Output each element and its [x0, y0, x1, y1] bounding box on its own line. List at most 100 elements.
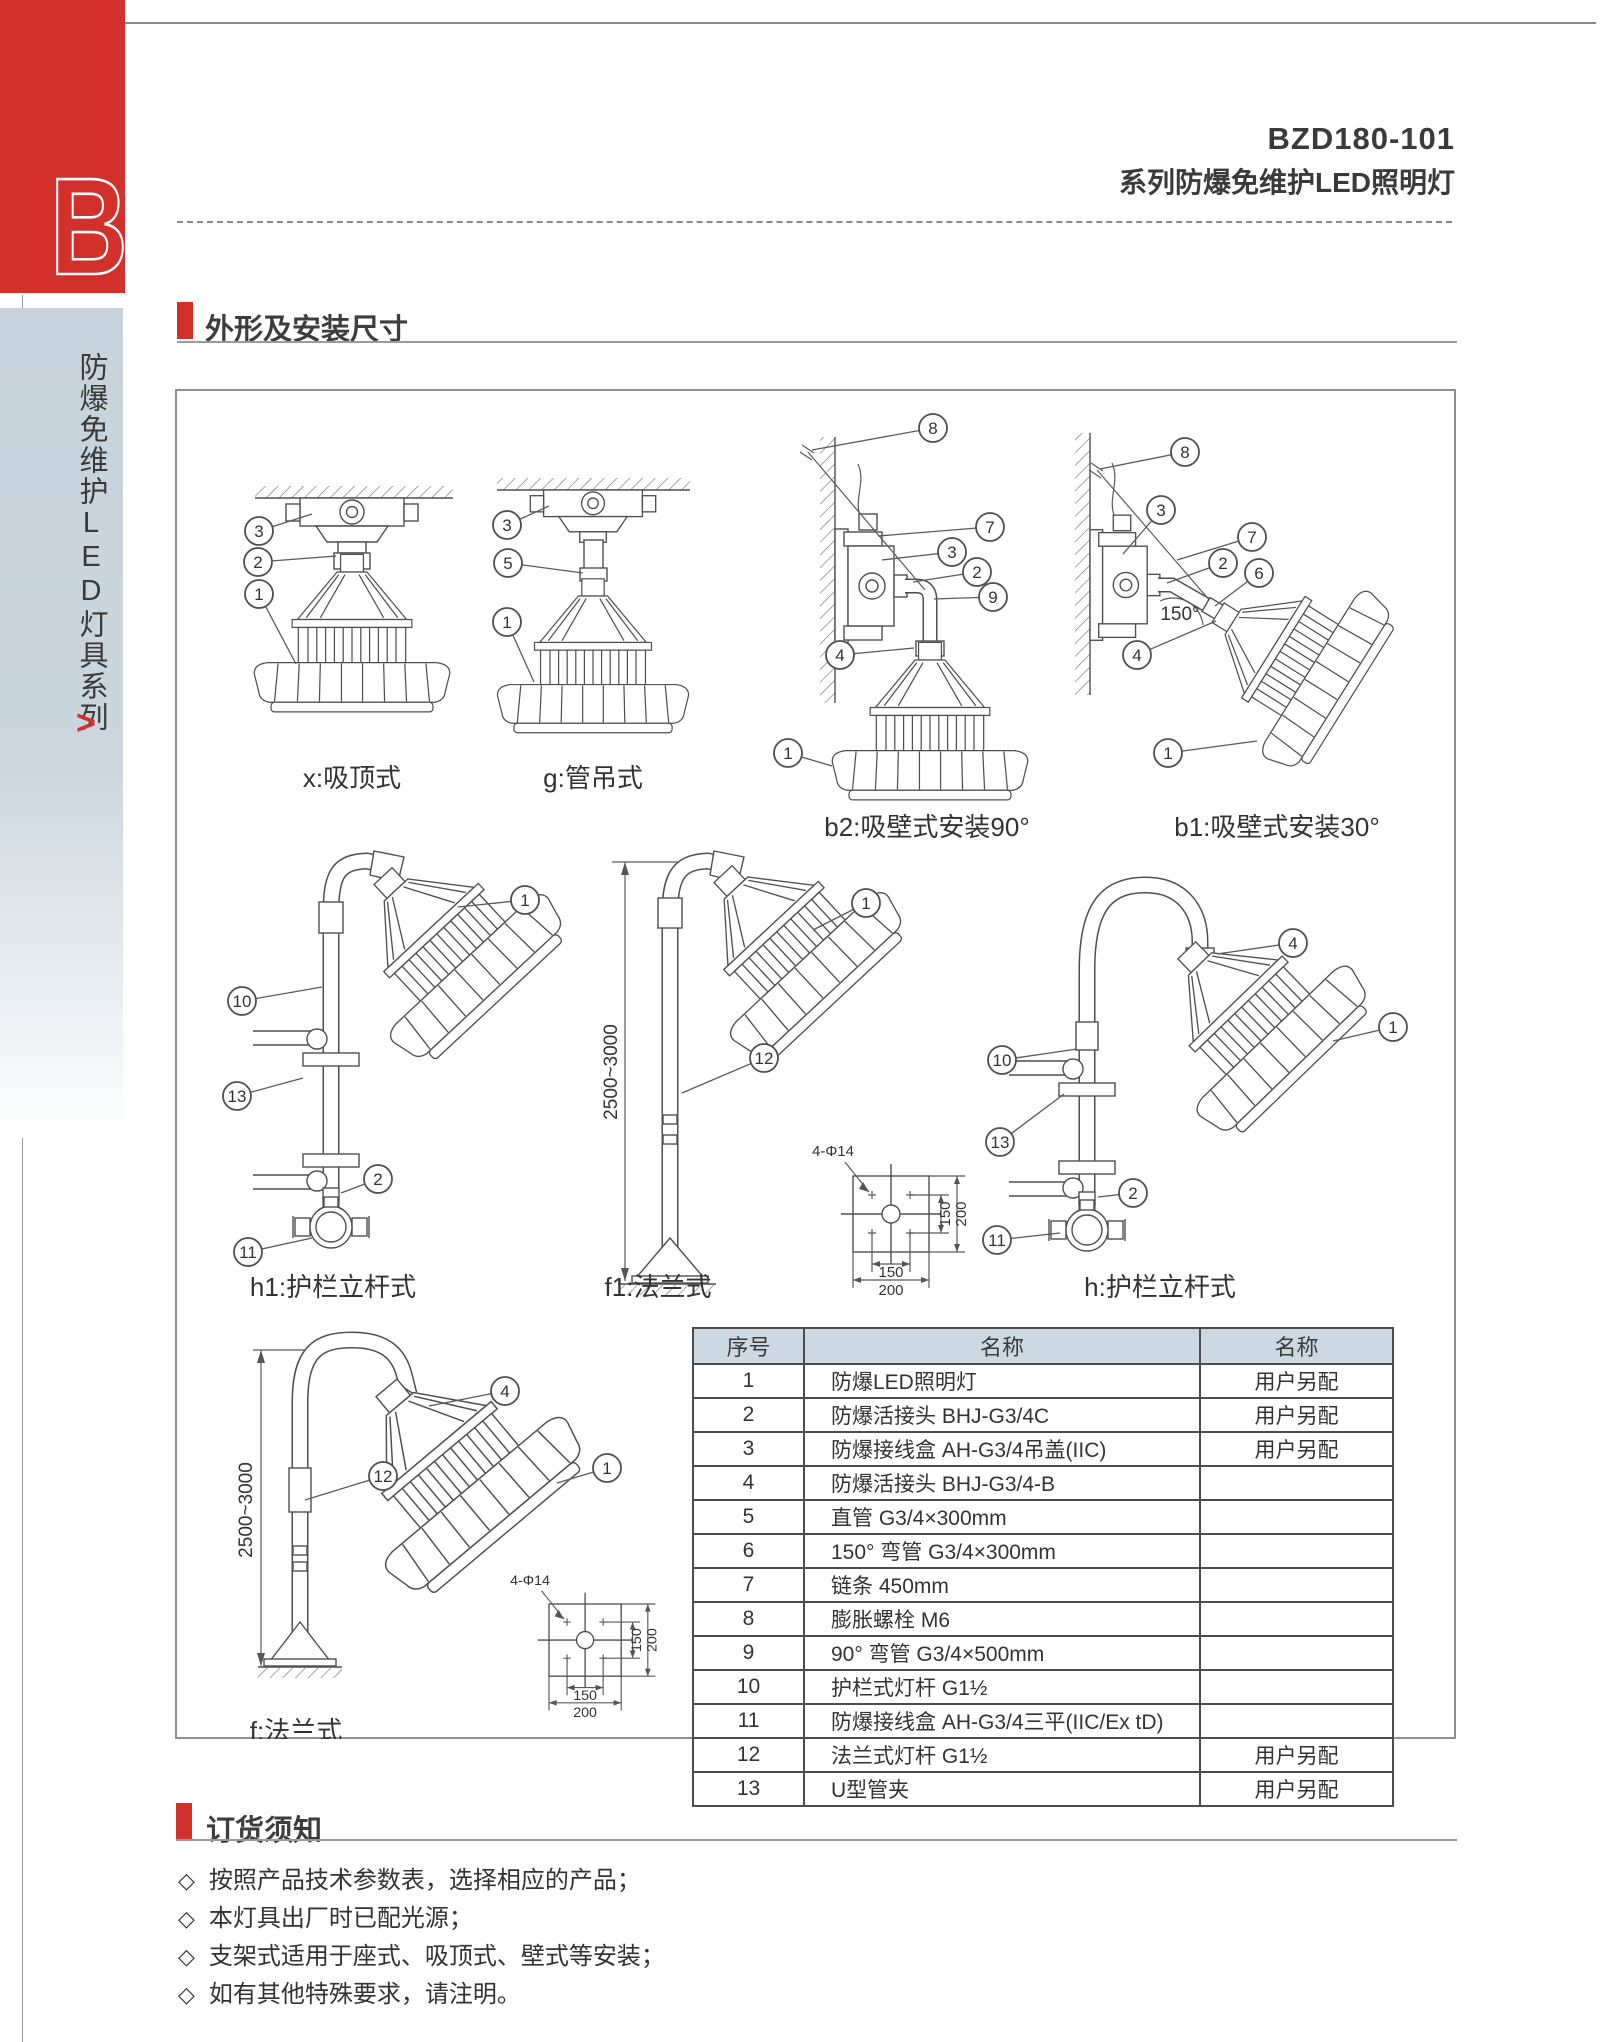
- svg-text:f1:法兰式: f1:法兰式: [605, 1272, 712, 1302]
- cell-note: [1199, 1703, 1394, 1739]
- figure-f-flange-gooseneck: 2500~3000 4 1 12 f:法兰式 4-Φ14 150 200 150…: [236, 1312, 660, 1739]
- svg-text:4-Φ14: 4-Φ14: [510, 1573, 550, 1589]
- svg-text:1: 1: [861, 894, 870, 913]
- svg-text:200: 200: [573, 1705, 597, 1721]
- sidebar-panel: 防爆免维护LED灯具系列 >: [0, 308, 123, 1138]
- cell-index: 8: [692, 1601, 805, 1637]
- cell-note: [1199, 1669, 1394, 1705]
- cell-index: 4: [692, 1465, 805, 1501]
- svg-text:200: 200: [953, 1201, 970, 1226]
- section-chip: [177, 302, 193, 339]
- cell-index: 10: [692, 1669, 805, 1705]
- cell-index: 2: [692, 1397, 805, 1433]
- cell-name: 防爆活接头 BHJ-G3/4-B: [803, 1465, 1201, 1501]
- svg-text:11: 11: [239, 1243, 257, 1262]
- svg-text:150: 150: [629, 1628, 645, 1652]
- cell-index: 6: [692, 1533, 805, 1569]
- cell-note: 用户另配: [1199, 1737, 1394, 1773]
- svg-text:12: 12: [374, 1467, 393, 1486]
- svg-text:2: 2: [1128, 1184, 1137, 1203]
- cell-note: [1199, 1567, 1394, 1603]
- sidebar-arrow: >: [76, 704, 96, 742]
- cell-index: 5: [692, 1499, 805, 1535]
- note-item: ◇支架式适用于座式、吸顶式、壁式等安装；: [178, 1943, 665, 1970]
- cell-index: 12: [692, 1737, 805, 1773]
- cell-name: 防爆LED照明灯: [803, 1363, 1201, 1399]
- flange-bolt-pattern-detail: 4-Φ14 150 200 150 200: [510, 1573, 660, 1721]
- svg-text:9: 9: [988, 588, 997, 607]
- svg-text:13: 13: [991, 1133, 1010, 1152]
- table-header-row: 序号 名称 名称: [692, 1327, 1394, 1365]
- cell-index: 9: [692, 1635, 805, 1671]
- svg-text:4: 4: [835, 646, 844, 665]
- svg-text:3: 3: [1156, 501, 1165, 520]
- section-title-dimensions: 外形及安装尺寸: [205, 314, 409, 346]
- svg-text:4: 4: [1288, 934, 1297, 953]
- brand-red-block: B: [0, 0, 129, 304]
- section-title-ordering: 订货须知: [206, 1815, 323, 1847]
- cell-index: 13: [692, 1771, 805, 1807]
- cell-note: 用户另配: [1199, 1363, 1394, 1399]
- svg-text:6: 6: [1254, 564, 1263, 583]
- svg-text:150: 150: [573, 1688, 597, 1704]
- cell-name: 90° 弯管 G3/4×500mm: [803, 1635, 1201, 1671]
- col-header-name: 名称: [803, 1327, 1201, 1365]
- cell-note: [1199, 1601, 1394, 1637]
- svg-text:7: 7: [985, 518, 994, 537]
- section-chip: [176, 1803, 192, 1840]
- model-subtitle: 系列防爆免维护LED照明灯: [1118, 167, 1455, 198]
- svg-text:h:护栏立杆式: h:护栏立杆式: [1084, 1272, 1236, 1302]
- cell-name: U型管夹: [803, 1771, 1201, 1807]
- svg-text:5: 5: [503, 554, 512, 573]
- figure-x-ceiling-mount: 3 2 1 x:吸顶式: [243, 486, 453, 793]
- cell-note: 用户另配: [1199, 1431, 1394, 1467]
- svg-text:4-Φ14: 4-Φ14: [812, 1143, 854, 1160]
- svg-text:3: 3: [502, 516, 511, 535]
- svg-text:10: 10: [233, 992, 252, 1011]
- svg-text:1: 1: [520, 891, 529, 910]
- svg-text:1: 1: [602, 1459, 611, 1478]
- svg-text:2: 2: [972, 563, 981, 582]
- svg-text:1: 1: [502, 613, 511, 632]
- svg-text:b1:吸壁式安装30°: b1:吸壁式安装30°: [1174, 812, 1379, 842]
- series-letter: B: [49, 150, 129, 304]
- cell-name: 150° 弯管 G3/4×300mm: [803, 1533, 1201, 1569]
- page-title-block: BZD180-101 系列防爆免维护LED照明灯: [1119, 121, 1455, 201]
- svg-text:f:法兰式: f:法兰式: [250, 1716, 342, 1739]
- drawings-box: 3 2 1 x:吸顶式 3 5 1 g:管吊式 8 7 3 2 9 4 1 b2: [175, 389, 1456, 1807]
- svg-text:10: 10: [993, 1051, 1012, 1070]
- cell-name: 法兰式灯杆 G1½: [803, 1737, 1201, 1773]
- cell-index: 3: [692, 1431, 805, 1467]
- top-rule: [125, 22, 1596, 24]
- sidebar-series-title: 防爆免维护LED灯具系列: [75, 352, 107, 733]
- figure-h1-guardrail-pole: 1 10 13 2 11 h1:护栏立杆式: [222, 803, 577, 1302]
- svg-text:7: 7: [1247, 528, 1256, 547]
- svg-text:1: 1: [1163, 744, 1172, 763]
- svg-text:200: 200: [644, 1628, 660, 1652]
- ordering-notes: ◇按照产品技术参数表，选择相应的产品；◇本灯具出厂时已配光源；◇支架式适用于座式…: [178, 1862, 1278, 2014]
- svg-text:x:吸顶式: x:吸顶式: [303, 763, 401, 793]
- svg-text:11: 11: [988, 1231, 1006, 1250]
- cell-index: 7: [692, 1567, 805, 1603]
- flange-bolt-pattern-detail: 4-Φ14 150 200 150 200: [812, 1143, 970, 1299]
- svg-text:150: 150: [937, 1201, 954, 1226]
- svg-text:4: 4: [500, 1382, 509, 1401]
- section-underline: [176, 1839, 1457, 1841]
- cell-index: 11: [692, 1703, 805, 1739]
- note-item: ◇如有其他特殊要求，请注明。: [178, 1981, 521, 2008]
- figure-f1-flange-pole: 2500~3000 1 12 f1:法兰式 4-Φ14 150 200 150 …: [601, 801, 970, 1302]
- cell-note: [1199, 1465, 1394, 1501]
- svg-text:150: 150: [878, 1264, 903, 1281]
- svg-text:3: 3: [254, 522, 263, 541]
